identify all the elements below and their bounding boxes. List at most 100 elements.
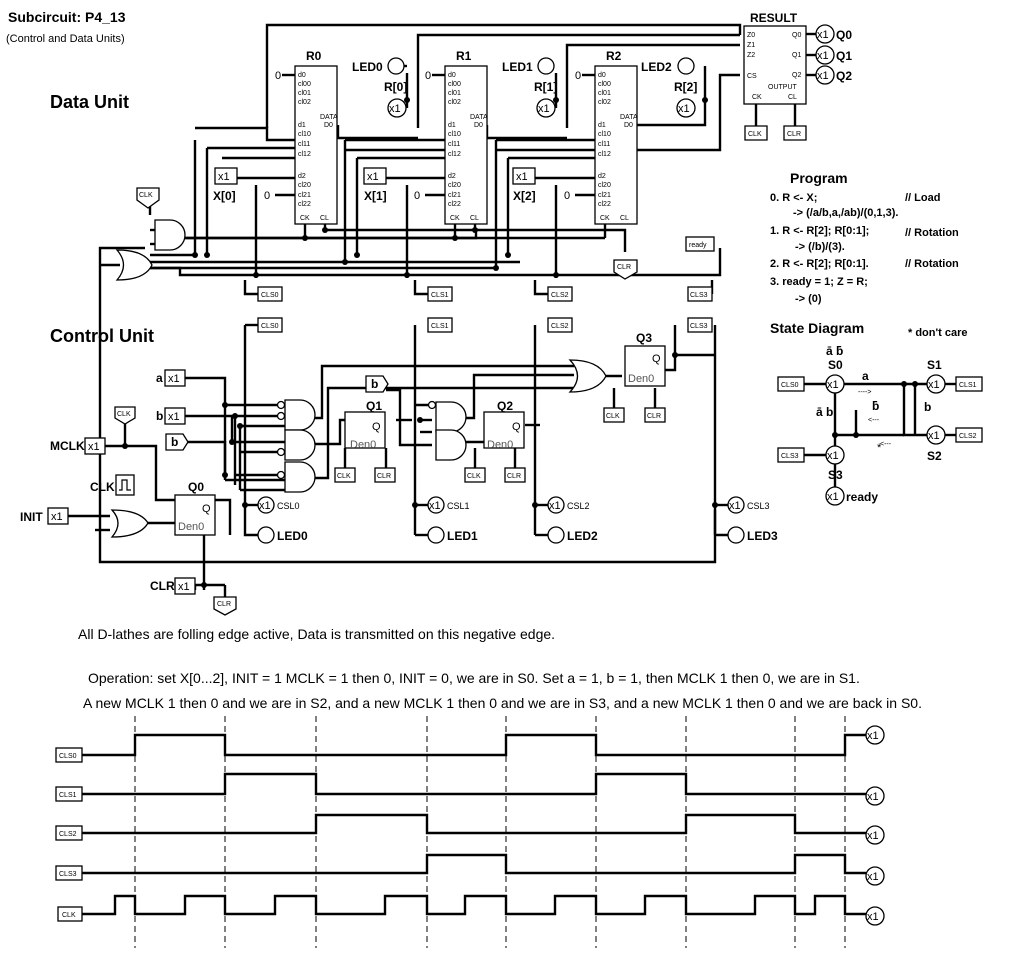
pin-q0: Q0	[792, 32, 801, 39]
cls2-tag: CLS2	[551, 292, 569, 299]
ready-label: ready	[846, 490, 878, 504]
transition-ab: ā b	[816, 405, 833, 419]
pin-data: DATA	[470, 114, 488, 121]
pin-d-out: D0	[324, 122, 333, 129]
program-heading: Program	[790, 170, 848, 186]
led0-label: LED0	[277, 529, 308, 543]
probe-text: x1	[817, 70, 829, 82]
control-outputs: x1 CSL0 LED0 x1 CSL1 LED1 x1 CSL2 LED2 x…	[257, 496, 778, 544]
cls0-tag: CLS0	[261, 323, 279, 330]
zero-const: 0	[575, 70, 581, 82]
pin-cl20: cl20	[298, 182, 311, 189]
flipflop-q2	[483, 411, 525, 449]
and-gate	[154, 219, 186, 251]
clock-source	[115, 474, 135, 496]
pin-cl10: cl10	[448, 131, 461, 138]
probe-text: x1	[678, 103, 690, 115]
probe-text: x1	[867, 791, 879, 803]
result-block: RESULT Z0 Z1 Z2 CS Q0 Q1 Q2 OUTPUT CK CL…	[743, 11, 852, 141]
state-top-label: ā ƃ	[826, 344, 843, 358]
pin-cl11: cl11	[448, 141, 460, 148]
clk-source-label: CLK	[90, 480, 115, 494]
cls1-tag: CLS1	[431, 292, 449, 299]
pin-cl10: cl10	[298, 131, 311, 138]
register-r1-title: R1	[456, 49, 472, 63]
mclk-input[interactable]	[84, 437, 106, 455]
page-subtitle: (Control and Data Units)	[6, 33, 125, 45]
or-gate	[115, 249, 153, 281]
zero-const: 0	[564, 190, 570, 202]
x2-input[interactable]	[512, 167, 536, 185]
note-line-2: Operation: set X[0...2], INIT = 1 MCLK =…	[88, 670, 860, 686]
pin-d0: d0	[598, 72, 606, 79]
b-tag	[165, 433, 189, 451]
probe-text: x1	[516, 171, 528, 183]
arrow-right: ---->	[858, 389, 871, 396]
init-input[interactable]	[47, 507, 69, 525]
q-pin: Q	[202, 503, 211, 515]
probe-text: x1	[827, 379, 839, 391]
led0-label: LED0	[352, 60, 383, 74]
r2-probe-label: R[2]	[674, 80, 697, 94]
pin-d0: d0	[298, 72, 306, 79]
x0-input[interactable]	[214, 167, 238, 185]
ready-tag: ready	[689, 242, 707, 249]
flipflop-q3	[624, 345, 666, 387]
pin-q1: Q1	[792, 52, 801, 59]
data-unit-gates: CLK	[100, 187, 186, 281]
x2-label: X[2]	[513, 189, 536, 203]
input-b[interactable]	[164, 407, 186, 425]
note-line-1: All D-lathes are folling edge active, Da…	[78, 626, 555, 642]
pin-q2: Q2	[792, 72, 801, 79]
flipflop-q0-title: Q0	[188, 480, 204, 494]
state-diagram: State Diagram * don't care ā ƃ S0 S1 S2 …	[770, 320, 983, 506]
pin-cl21: cl21	[598, 192, 611, 199]
pin-cl21: cl21	[298, 192, 311, 199]
notes: All D-lathes are folling edge active, Da…	[78, 626, 922, 711]
control-junctions	[122, 352, 718, 588]
flipflop-q1	[344, 411, 386, 449]
register-r2: R2 d0 cl00 cl01 cl02 DATA d1 D0 cl10 cl1…	[564, 49, 638, 225]
clk-tag: CLK	[337, 473, 351, 480]
clr-input[interactable]	[174, 577, 196, 595]
pin-z2: Z2	[747, 52, 755, 59]
pin-cl12: cl12	[298, 151, 311, 158]
led0-lamp	[387, 57, 405, 75]
pin-cl00: cl00	[448, 81, 461, 88]
probe-text: x1	[867, 830, 879, 842]
control-flipflops: Q0 Q Den0 Q1 Q Den0 Q2 Q Den0 Q3 Q Den0	[174, 331, 666, 536]
pin-cl01: cl01	[448, 90, 461, 97]
csl1-label: CSL1	[447, 501, 470, 511]
timing-diagram: CLS0 x1 CLS1 x1 CLS2 x1 CLS3 x1 CLK x1	[55, 716, 885, 948]
den-pin: Den0	[350, 439, 376, 451]
r1-probe-label: R[1]	[534, 80, 557, 94]
timing-cls1-tag: CLS1	[59, 792, 77, 799]
led2-label: LED2	[641, 60, 672, 74]
pin-cl11: cl11	[298, 141, 310, 148]
register-r0: R0 d0 cl00 cl01 cl02 DATA d1 D0 cl10 cl1…	[264, 49, 338, 225]
pin-d-out: D0	[624, 122, 633, 129]
data-bus-wires	[98, 23, 742, 564]
x1-input[interactable]	[363, 167, 387, 185]
program-comment-0: // Load	[905, 192, 940, 204]
cls0-tag: CLS0	[261, 292, 279, 299]
note-line-3: A new MCLK 1 then 0 and we are in S2, an…	[83, 695, 922, 711]
pin-cl02: cl02	[298, 99, 311, 106]
pin-cl02: cl02	[598, 99, 611, 106]
pin-cl10: cl10	[598, 131, 611, 138]
pin-d2: d2	[598, 173, 606, 180]
probe-text: x1	[367, 171, 379, 183]
pin-cl: CL	[788, 94, 797, 101]
cls0-tag: CLS0	[781, 382, 799, 389]
zero-const: 0	[414, 190, 420, 202]
input-a[interactable]	[164, 369, 186, 387]
program-panel: Program 0. R <- X; // Load -> (/a/b,a,/a…	[770, 170, 959, 305]
transition-b-bar: ƃ	[872, 399, 879, 413]
clr-tag: CLR	[507, 473, 521, 480]
program-line-2: 2. R <- R[2]; R[0:1].	[770, 258, 869, 270]
probe-text: x1	[429, 500, 441, 512]
timing-cls2-tag: CLS2	[59, 831, 77, 838]
program-sub-3: -> (0)	[795, 293, 822, 305]
pin-cl02: cl02	[448, 99, 461, 106]
